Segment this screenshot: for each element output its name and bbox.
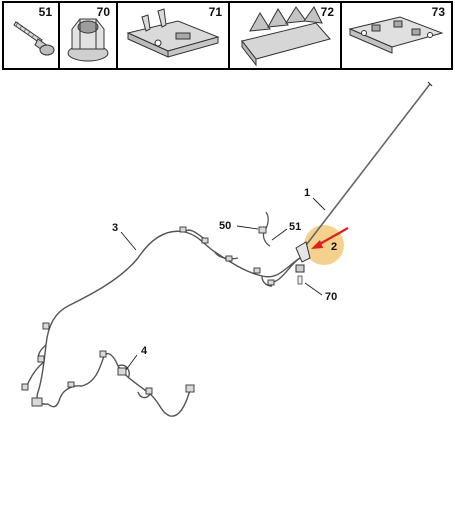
thumbnail-number: 51: [38, 5, 52, 19]
flange-nut-icon: [67, 18, 109, 62]
mounting-bracket-icon: [348, 16, 444, 54]
wiring-harness-diagram: 1 2 3 4 50 51 70: [21, 81, 433, 417]
thumbnail-number: 70: [96, 5, 110, 19]
parts-thumbnail-strip: 51 70 71: [2, 1, 453, 70]
callout-1: 1: [304, 187, 310, 199]
callout-3: 3: [112, 222, 118, 234]
callout-70: 70: [325, 291, 337, 303]
callout-2: 2: [331, 241, 337, 253]
thumbnail-number: 71: [208, 5, 222, 19]
bracket-icon: [126, 8, 220, 58]
thumbnail-70[interactable]: 70: [60, 3, 118, 68]
harness-connectors: [21, 226, 275, 407]
thumbnail-71[interactable]: 71: [118, 3, 230, 68]
part-50-bracket: [258, 211, 271, 247]
part-2-highlight: [304, 225, 344, 265]
leader-lines: [120, 197, 326, 371]
antenna-mast: [295, 81, 433, 285]
sub-harness-connectors: [99, 350, 195, 395]
callout-4: 4: [141, 345, 148, 357]
thumbnail-72[interactable]: 72: [230, 3, 342, 68]
callout-50: 50: [219, 220, 231, 232]
connector-block-icon: [241, 6, 331, 67]
thumbnail-73[interactable]: 73: [342, 3, 451, 68]
sub-harness: [81, 352, 191, 417]
red-arrow-icon: [311, 227, 349, 249]
callout-51: 51: [289, 221, 301, 233]
thumbnail-51[interactable]: 51: [4, 3, 60, 68]
main-harness: [25, 229, 301, 408]
thumbnail-number: 72: [320, 5, 334, 19]
thumbnail-number: 73: [431, 5, 445, 19]
screw-icon: [13, 21, 55, 56]
